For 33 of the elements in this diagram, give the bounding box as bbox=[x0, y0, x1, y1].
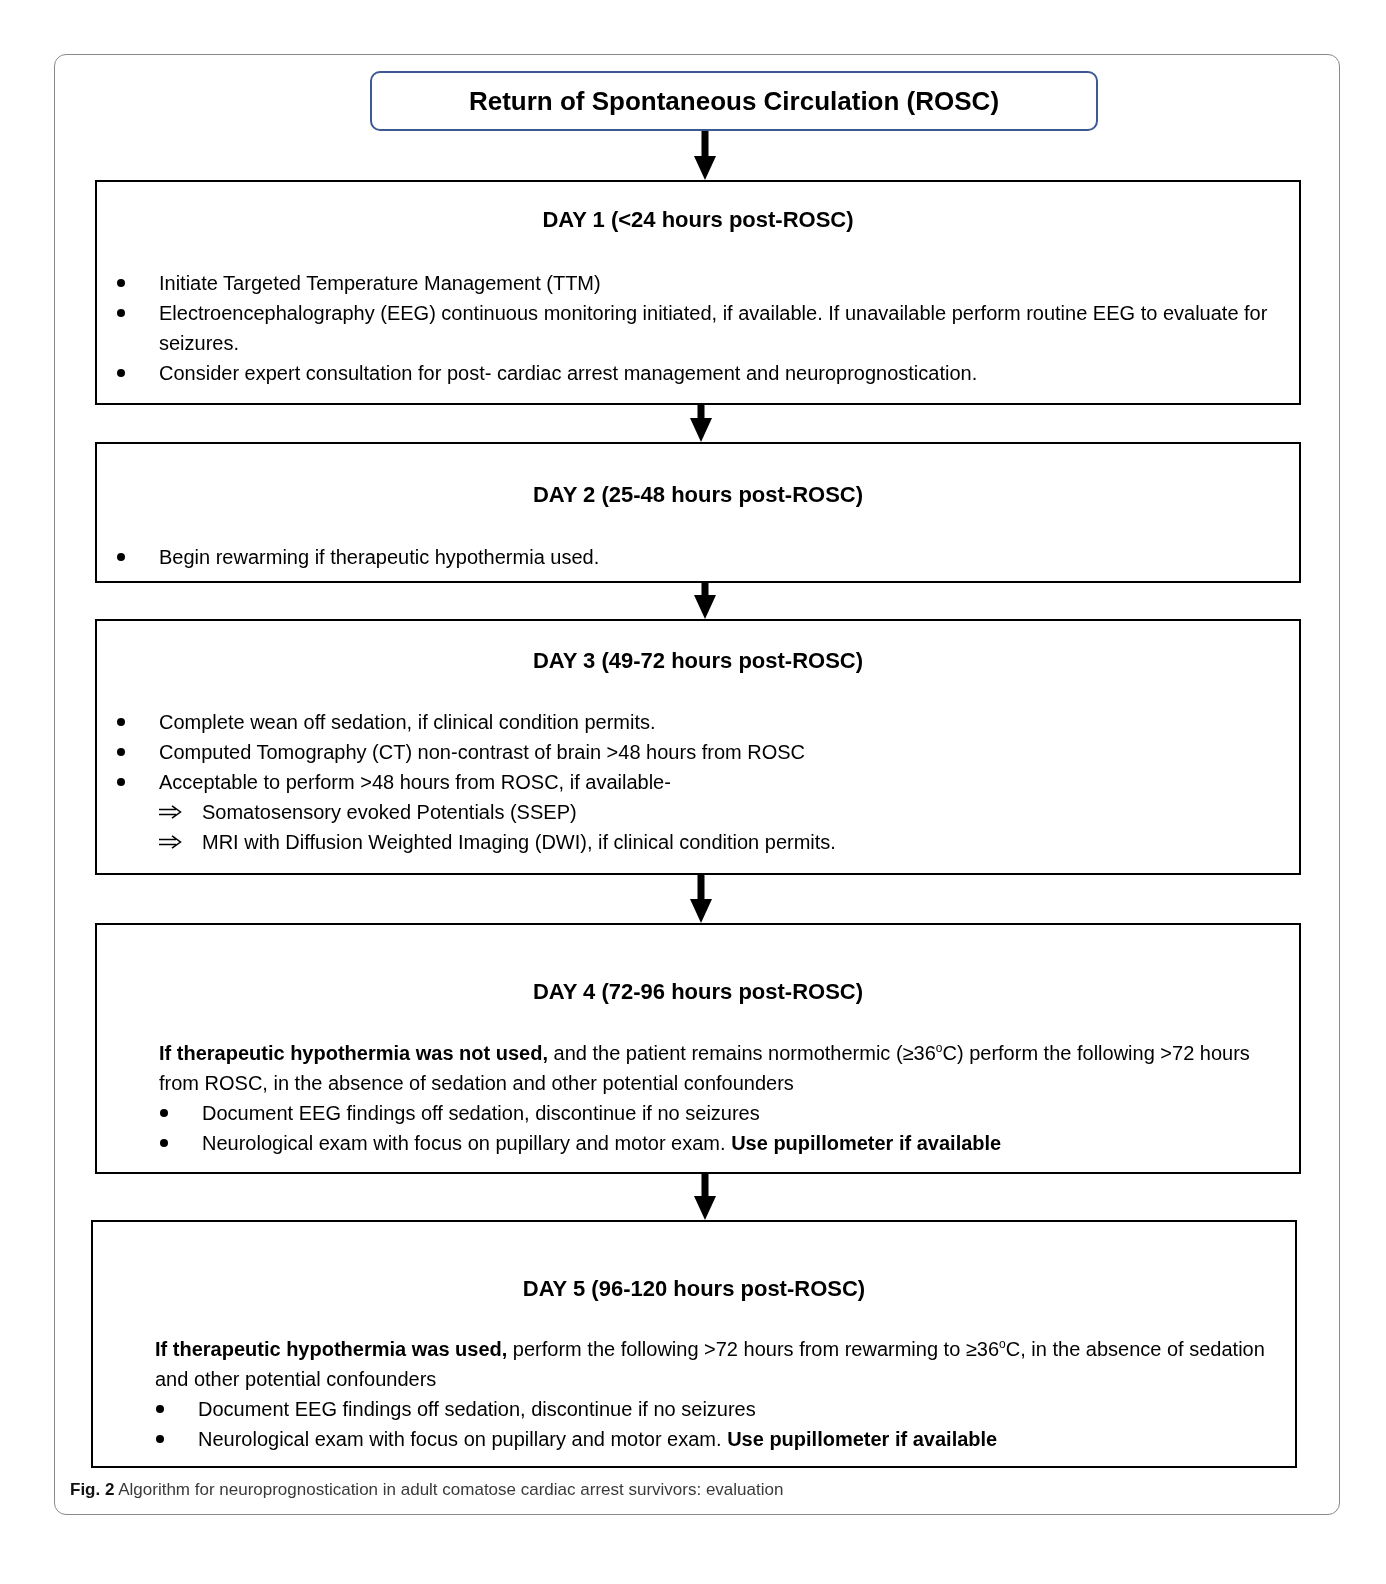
box-heading: DAY 2 (25-48 hours post-ROSC) bbox=[532, 481, 864, 509]
arrow bbox=[690, 875, 712, 923]
start-box bbox=[370, 71, 1098, 131]
box-heading: DAY 3 (49-72 hours post-ROSC) bbox=[532, 647, 864, 675]
list-item-text: Initiate Targeted Temperature Management (TTM) bbox=[159, 271, 601, 296]
list-item-text: Neurological exam with focus on pupillary and motor exam. Use pupillometer if available bbox=[202, 1131, 1002, 1156]
list-item-text: Electroencephalography (EEG) continuous monitoring initiated, if available. If unavailable perform routine EEG to evaluate for seizures. bbox=[159, 301, 1269, 356]
list-item-text: Computed Tomography (CT) non-contrast of brain >48 hours from ROSC bbox=[159, 740, 806, 765]
figure-caption: Fig. 2 Algorithm for neuroprognostication in adult comatose cardiac arrest survivors: evaluation bbox=[70, 1479, 784, 1501]
arrow bbox=[694, 1174, 716, 1220]
process-box bbox=[95, 923, 1301, 1174]
box-heading: DAY 4 (72-96 hours post-ROSC) bbox=[532, 978, 864, 1006]
process-box bbox=[91, 1220, 1297, 1468]
box-heading: DAY 5 (96-120 hours post-ROSC) bbox=[522, 1275, 866, 1303]
list-item-text: Document EEG findings off sedation, discontinue if no seizures bbox=[202, 1101, 760, 1126]
list-item-text: Complete wean off sedation, if clinical condition permits. bbox=[159, 710, 656, 735]
paragraph-text: If therapeutic hypothermia was used, perform the following >72 hours from rewarming to ≥36$^{o}$C, in the absence of sedation and other potential confounders bbox=[155, 1336, 1266, 1392]
sub-item-text: Somatosensory evoked Potentials (SSEP) bbox=[202, 800, 577, 825]
sub-item-text: MRI with Diffusion Weighted Imaging (DWI), if clinical condition permits. bbox=[202, 830, 836, 855]
list-item-text: Begin rewarming if therapeutic hypothermia used. bbox=[159, 545, 600, 570]
process-box bbox=[95, 619, 1301, 875]
paragraph-text: If therapeutic hypothermia was not used, and the patient remains normothermic (≥36$^{o}$C) perform the following >72 hours from ROSC, in the absence of sedation and other potential confounders bbox=[159, 1040, 1251, 1096]
box-title: Return of Spontaneous Circulation (ROSC) bbox=[468, 85, 1000, 117]
box-heading: DAY 1 (<24 hours post-ROSC) bbox=[542, 206, 854, 234]
process-box bbox=[95, 180, 1301, 405]
list-item-text: Document EEG findings off sedation, discontinue if no seizures bbox=[198, 1397, 756, 1422]
process-box bbox=[95, 442, 1301, 583]
list-item-text: Neurological exam with focus on pupillary and motor exam. Use pupillometer if available bbox=[198, 1427, 998, 1452]
arrow bbox=[690, 405, 712, 442]
arrow bbox=[694, 131, 716, 180]
list-item-text: Consider expert consultation for post- cardiac arrest management and neuroprognostication. bbox=[159, 361, 978, 386]
arrow bbox=[694, 583, 716, 619]
list-item-text: Acceptable to perform >48 hours from ROSC, if available- bbox=[159, 770, 671, 795]
